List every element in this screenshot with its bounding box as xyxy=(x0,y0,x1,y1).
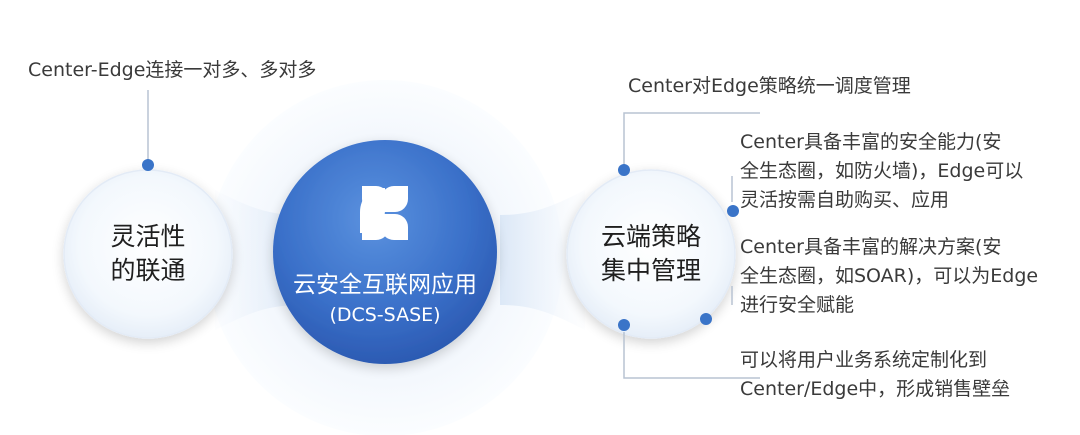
right-middle-dot-2 xyxy=(700,313,712,325)
right-item-3-line1: 可以将用户业务系统定制化到 xyxy=(740,349,988,371)
right-item-2-line1: Center具备丰富的解决方案(安 xyxy=(740,236,1002,258)
right-item-2-line2: 全生态圈，如SOAR)，可以为Edge xyxy=(740,265,1039,287)
center-subtitle: (DCS-SASE) xyxy=(329,304,441,326)
right-bridge xyxy=(500,190,585,330)
left-circle-line2: 的联通 xyxy=(110,256,186,285)
left-connector-dot xyxy=(142,159,154,171)
right-middle-dot-1 xyxy=(727,205,739,217)
left-circle-line1: 灵活性 xyxy=(110,222,186,251)
right-item-1-line3: 灵活按需自助购买、应用 xyxy=(740,189,950,211)
right-item-2: Center具备丰富的解决方案(安 全生态圈，如SOAR)，可以为Edge 进行… xyxy=(740,233,1038,320)
right-item-3: 可以将用户业务系统定制化到 Center/Edge中，形成销售壁垒 xyxy=(740,346,1010,404)
right-circle xyxy=(566,169,736,339)
right-top-text: Center对Edge策略统一调度管理 xyxy=(628,75,911,97)
right-item-3-line2: Center/Edge中，形成销售壁垒 xyxy=(740,378,1011,400)
right-top-connector xyxy=(623,112,760,168)
right-bottom-dot xyxy=(618,319,630,331)
right-circle-line2: 集中管理 xyxy=(600,256,701,285)
four-petal-flower-icon xyxy=(360,186,408,240)
right-item-1: Center具备丰富的安全能力(安 全生态圈，如防火墙)，Edge可以 灵活按需… xyxy=(740,128,1023,215)
right-circle-line1: 云端策略 xyxy=(600,222,701,251)
center-title: 云安全互联网应用 xyxy=(293,272,477,298)
right-item-2-line3: 进行安全赋能 xyxy=(740,294,855,316)
left-circle-label: 灵活性 的联通 xyxy=(98,220,198,288)
right-bottom-connector xyxy=(623,332,760,379)
right-top-dot xyxy=(618,164,630,176)
right-circle-label: 云端策略 集中管理 xyxy=(596,220,706,288)
right-item-1-line2: 全生态圈，如防火墙)，Edge可以 xyxy=(740,160,1024,182)
right-item-1-line1: Center具备丰富的安全能力(安 xyxy=(740,131,1002,153)
left-top-text: Center-Edge连接一对多、多对多 xyxy=(28,59,317,81)
center-circle xyxy=(273,140,497,364)
